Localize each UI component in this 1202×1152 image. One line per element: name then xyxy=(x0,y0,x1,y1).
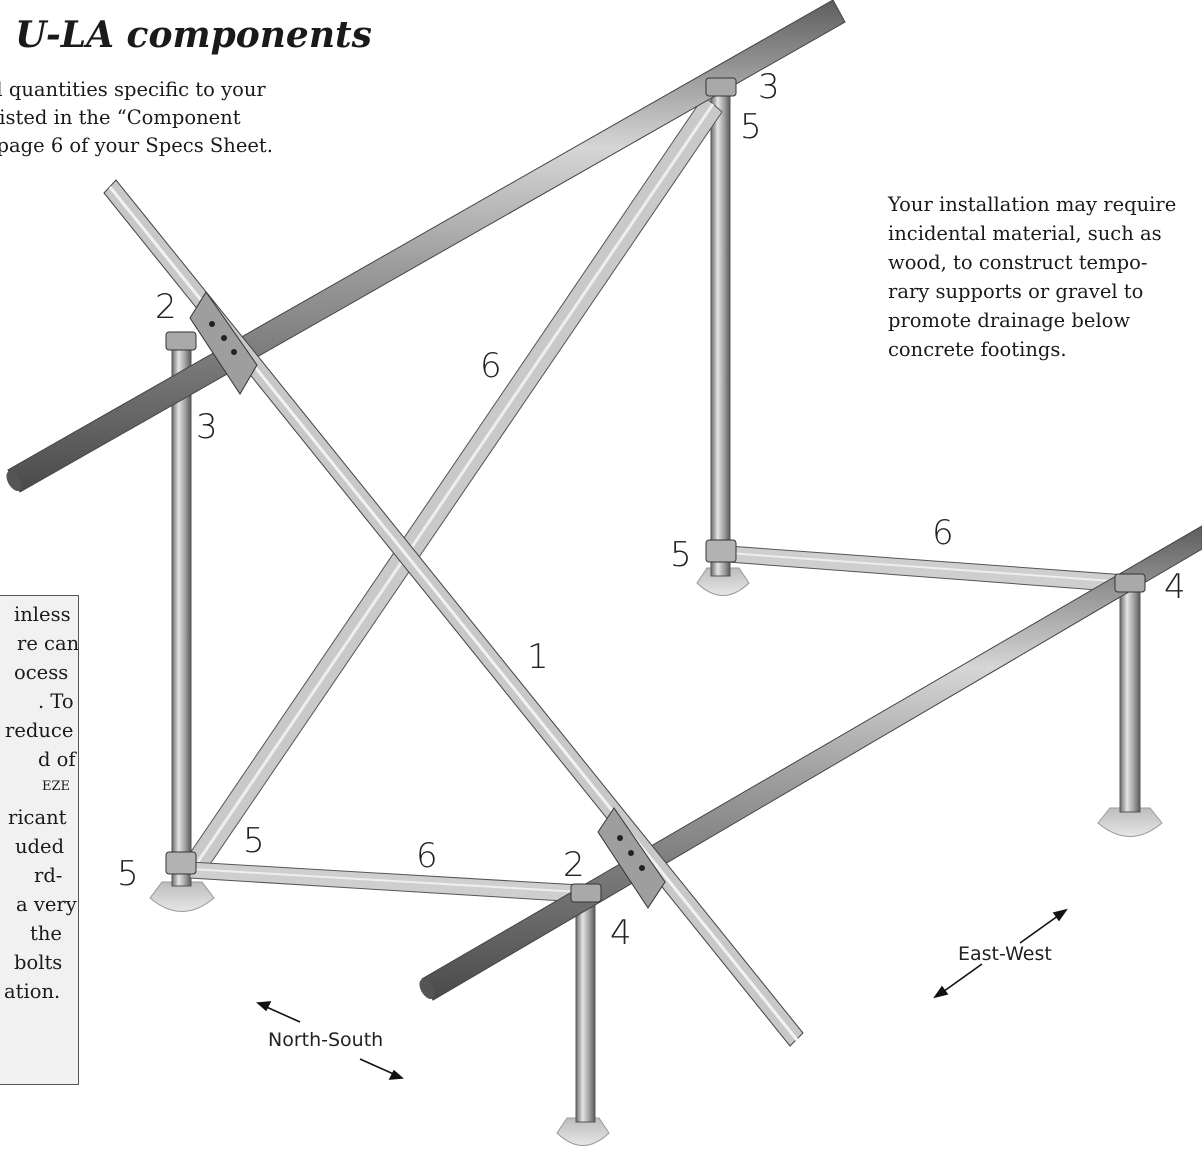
east-west-label: East-West xyxy=(958,943,1052,965)
intro-text-line: on page 6 of your Specs Sheet. xyxy=(0,134,273,157)
part-label-6: 6 xyxy=(480,346,502,386)
side-note-line: promote drainage below xyxy=(888,309,1131,332)
part-label-5: 5 xyxy=(243,821,265,861)
box-note-line: the xyxy=(30,922,62,945)
box-note-line: reduce xyxy=(5,719,74,742)
part-label-2: 2 xyxy=(563,845,585,885)
part-label-3: 3 xyxy=(196,407,218,447)
side-note-line: concrete footings. xyxy=(888,338,1067,361)
box-note-line: ation. xyxy=(4,980,61,1003)
diagonal-brace xyxy=(183,95,723,877)
box-note-line: uded xyxy=(15,835,65,858)
side-note-line: incidental material, such as xyxy=(888,222,1162,245)
box-note-line: inless xyxy=(14,603,71,626)
top-clamps xyxy=(165,77,1146,903)
north-south-label: North-South xyxy=(268,1029,384,1051)
part-label-5: 5 xyxy=(117,854,139,894)
box-note-line: EZE xyxy=(42,779,71,794)
concrete-footings xyxy=(149,567,1163,1146)
intro-text-line: and quantities specific to your xyxy=(0,78,266,101)
section-title: . U-LA components xyxy=(0,14,372,56)
box-note-line: d of xyxy=(38,748,76,771)
upper-rail xyxy=(6,0,846,493)
side-note-line: rary supports or gravel to xyxy=(888,280,1144,303)
side-note-line: wood, to construct tempo- xyxy=(888,251,1148,274)
part-label-5: 5 xyxy=(670,535,692,575)
lubricant-note-box xyxy=(0,595,79,1085)
part-label-4: 4 xyxy=(610,913,632,953)
box-note-line: . To xyxy=(38,690,74,713)
part-label-6: 6 xyxy=(932,513,954,553)
rail-brackets xyxy=(189,291,666,909)
box-note-line: ricant xyxy=(8,806,67,829)
box-note-line: bolts xyxy=(14,951,63,974)
part-label-1: 1 xyxy=(527,637,549,677)
side-note-line: Your installation may require xyxy=(888,193,1177,216)
part-label-5: 5 xyxy=(740,107,762,147)
intro-text-line: re listed in the “Component xyxy=(0,106,241,129)
lower-clamps xyxy=(165,539,737,875)
lower-rail xyxy=(419,525,1202,1001)
box-note-line: ocess xyxy=(14,661,69,684)
part-label-2: 2 xyxy=(155,287,177,327)
part-label-4: 4 xyxy=(1164,567,1186,607)
part-label-3: 3 xyxy=(758,67,780,107)
direction-arrows xyxy=(256,908,1068,1080)
vertical-legs xyxy=(171,87,1141,1123)
box-note-line: rd- xyxy=(34,864,63,887)
box-note-line: a very xyxy=(16,893,77,916)
part-label-6: 6 xyxy=(416,836,438,876)
box-note-line: re can xyxy=(17,632,80,655)
